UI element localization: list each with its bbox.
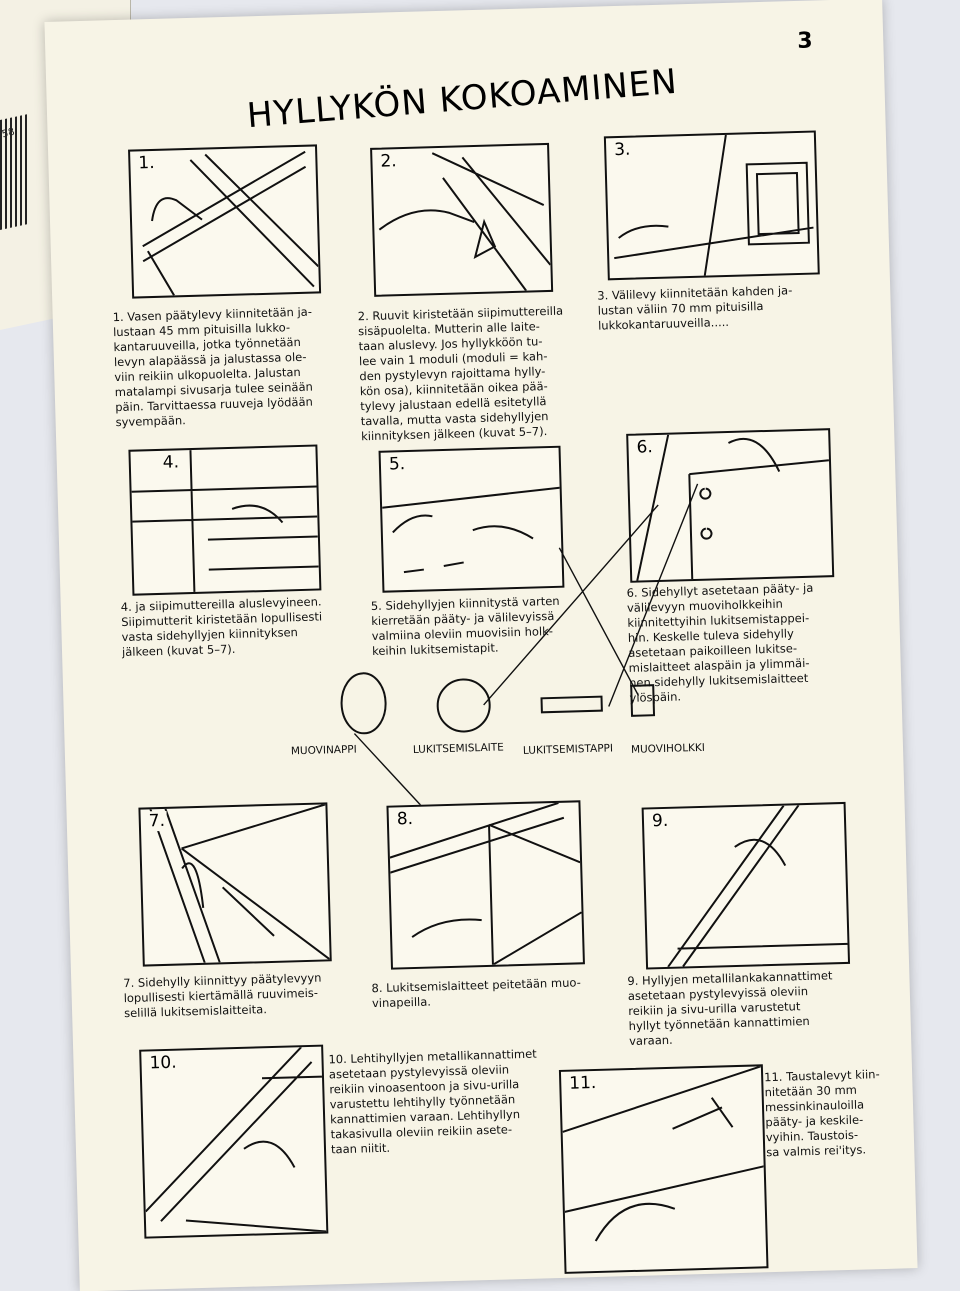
step-9-number: 9. — [649, 810, 671, 832]
step-10-number: 10. — [147, 1052, 179, 1074]
step-2-caption: 2. Ruuvit kiristetään siipimuttereilla s… — [357, 303, 564, 444]
step-2-illustration: 2. — [370, 142, 554, 297]
step-6-illustration: 6. — [626, 428, 835, 583]
step-6-number: 6. — [634, 437, 656, 458]
step-9-illustration: 9. — [641, 801, 851, 970]
part-label-lukitsemistappi: LUKITSEMISTAPPI — [522, 742, 614, 757]
step-8-caption: 8. Lukitsemislaitteet peitetään muo- vin… — [371, 975, 581, 1011]
page-number: 3 — [796, 28, 813, 54]
part-label-muovinappi: MUOVINAPPI — [290, 743, 357, 758]
step-10-caption: 10. Lehtihyllyjen metallikannattimet ase… — [328, 1046, 537, 1157]
step-7-number: 7. — [146, 810, 168, 832]
step-11-illustration: 11. — [558, 1064, 769, 1274]
step-11-number: 11. — [567, 1072, 599, 1094]
step-1-number: 1. — [136, 152, 157, 174]
step-9-caption: 9. Hyllyjen metallilankakannattimet aset… — [627, 968, 833, 1049]
step-6-caption: 6. Sidehyllyt asetetaan pääty- ja välile… — [626, 580, 814, 705]
step-3-caption: 3. Välilevy kiinnitetään kahden ja- lust… — [597, 283, 793, 333]
step-11-caption: 11. Taustalevyt kiin- nitetään 30 mm mes… — [763, 1067, 880, 1160]
instruction-sheet: 3 HYLLYKÖN KOKOAMINEN 1. 1. Vasen päätyl… — [44, 0, 918, 1291]
part-label-muoviholkki: MUOVIHOLKKI — [630, 741, 706, 756]
step-7-illustration: 7. — [138, 802, 332, 967]
step-4-number: 4. — [160, 452, 182, 473]
step-2-number: 2. — [378, 151, 399, 172]
step-3-illustration: 3. — [603, 130, 820, 281]
step-5-number: 5. — [386, 453, 408, 475]
part-label-lukitsemislaite: LUKITSEMISLAITE — [412, 741, 504, 756]
step-10-illustration: 10. — [139, 1044, 329, 1239]
page-title: HYLLYKÖN KOKOAMINEN — [245, 61, 680, 137]
step-5-illustration: 5. — [378, 445, 565, 593]
step-7-caption: 7. Sidehylly kiinnittyy päätylevyyn lopu… — [123, 970, 322, 1021]
step-5-caption: 5. Sidehyllyjen kiinnitystä varten kierr… — [370, 593, 560, 659]
step-1-illustration: 1. — [128, 144, 322, 299]
step-8-number: 8. — [394, 808, 416, 830]
step-3-number: 3. — [611, 139, 633, 161]
step-4-caption: 4. ja siipimuttereilla aluslevyineen. Si… — [120, 594, 323, 660]
step-1-caption: 1. Vasen päätylevy kiinnitetään ja- lust… — [112, 304, 314, 430]
step-8-illustration: 8. — [386, 800, 585, 970]
step-4-illustration: 4. — [128, 444, 322, 596]
